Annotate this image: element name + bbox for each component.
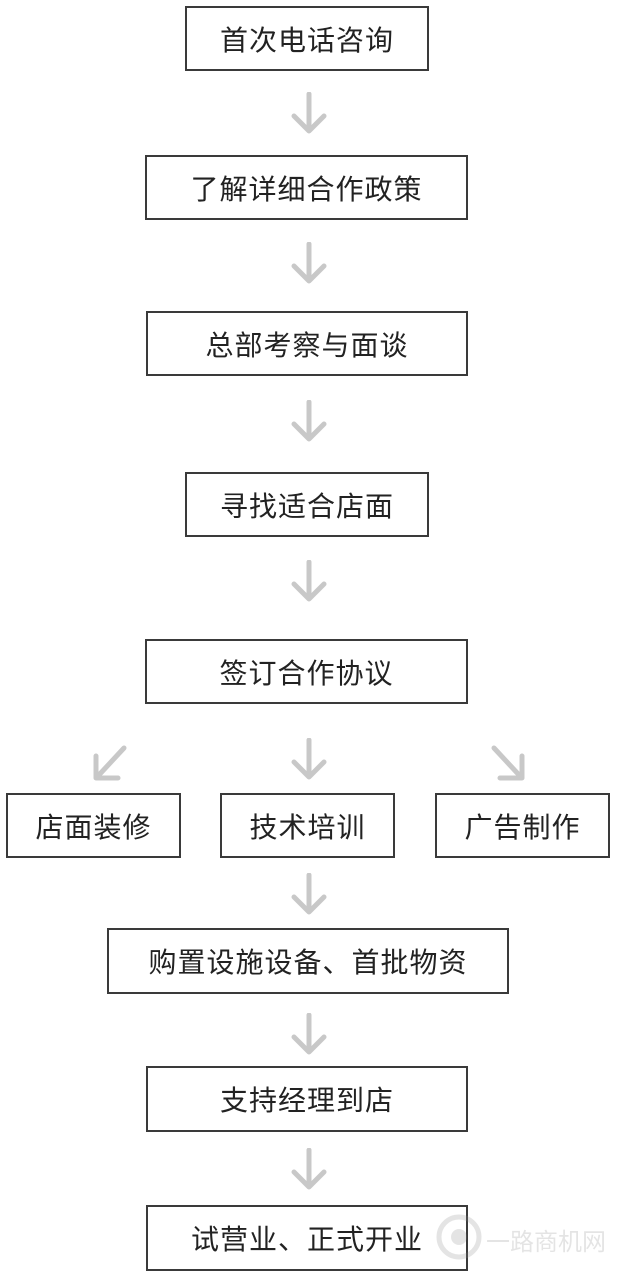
step-purchase-label: 购置设施设备、首批物资 [148, 946, 468, 979]
step-purchase: 购置设施设备、首批物资 [107, 928, 509, 994]
arrow-down-icon [289, 400, 329, 444]
step-find-store-label: 寻找适合店面 [219, 489, 394, 523]
arrow-down-icon [289, 92, 329, 136]
arrow-down-icon [289, 1013, 329, 1057]
step-training-label: 技术培训 [249, 810, 366, 844]
step-manager: 支持经理到店 [146, 1066, 468, 1132]
step-find-store: 寻找适合店面 [185, 472, 429, 537]
step-advertising-label: 广告制作 [464, 810, 581, 844]
step-hq-visit: 总部考察与面谈 [146, 311, 468, 376]
watermark-text: 一路商机网 [486, 1228, 606, 1256]
step-phone-consult: 首次电话咨询 [185, 6, 429, 71]
step-policy-label: 了解详细合作政策 [190, 172, 423, 206]
arrow-down-icon [289, 242, 329, 286]
step-advertising: 广告制作 [435, 793, 610, 858]
step-opening-label: 试营业、正式开业 [190, 1223, 423, 1256]
step-decoration: 店面装修 [6, 793, 181, 858]
arrow-down-icon [289, 560, 329, 604]
step-sign-agreement-label: 签订合作协议 [219, 656, 394, 690]
step-training: 技术培训 [220, 793, 395, 858]
step-policy: 了解详细合作政策 [145, 155, 468, 220]
step-opening: 试营业、正式开业 [146, 1205, 468, 1271]
arrow-down-icon [289, 873, 329, 917]
arrow-down-left-icon [90, 742, 130, 786]
arrow-down-icon [289, 1148, 329, 1192]
arrow-down-icon [289, 738, 329, 782]
arrow-down-right-icon [488, 742, 528, 786]
step-sign-agreement: 签订合作协议 [145, 639, 468, 704]
step-phone-consult-label: 首次电话咨询 [219, 23, 394, 57]
step-hq-visit-label: 总部考察与面谈 [205, 328, 409, 362]
step-decoration-label: 店面装修 [35, 810, 152, 844]
step-manager-label: 支持经理到店 [219, 1084, 394, 1117]
